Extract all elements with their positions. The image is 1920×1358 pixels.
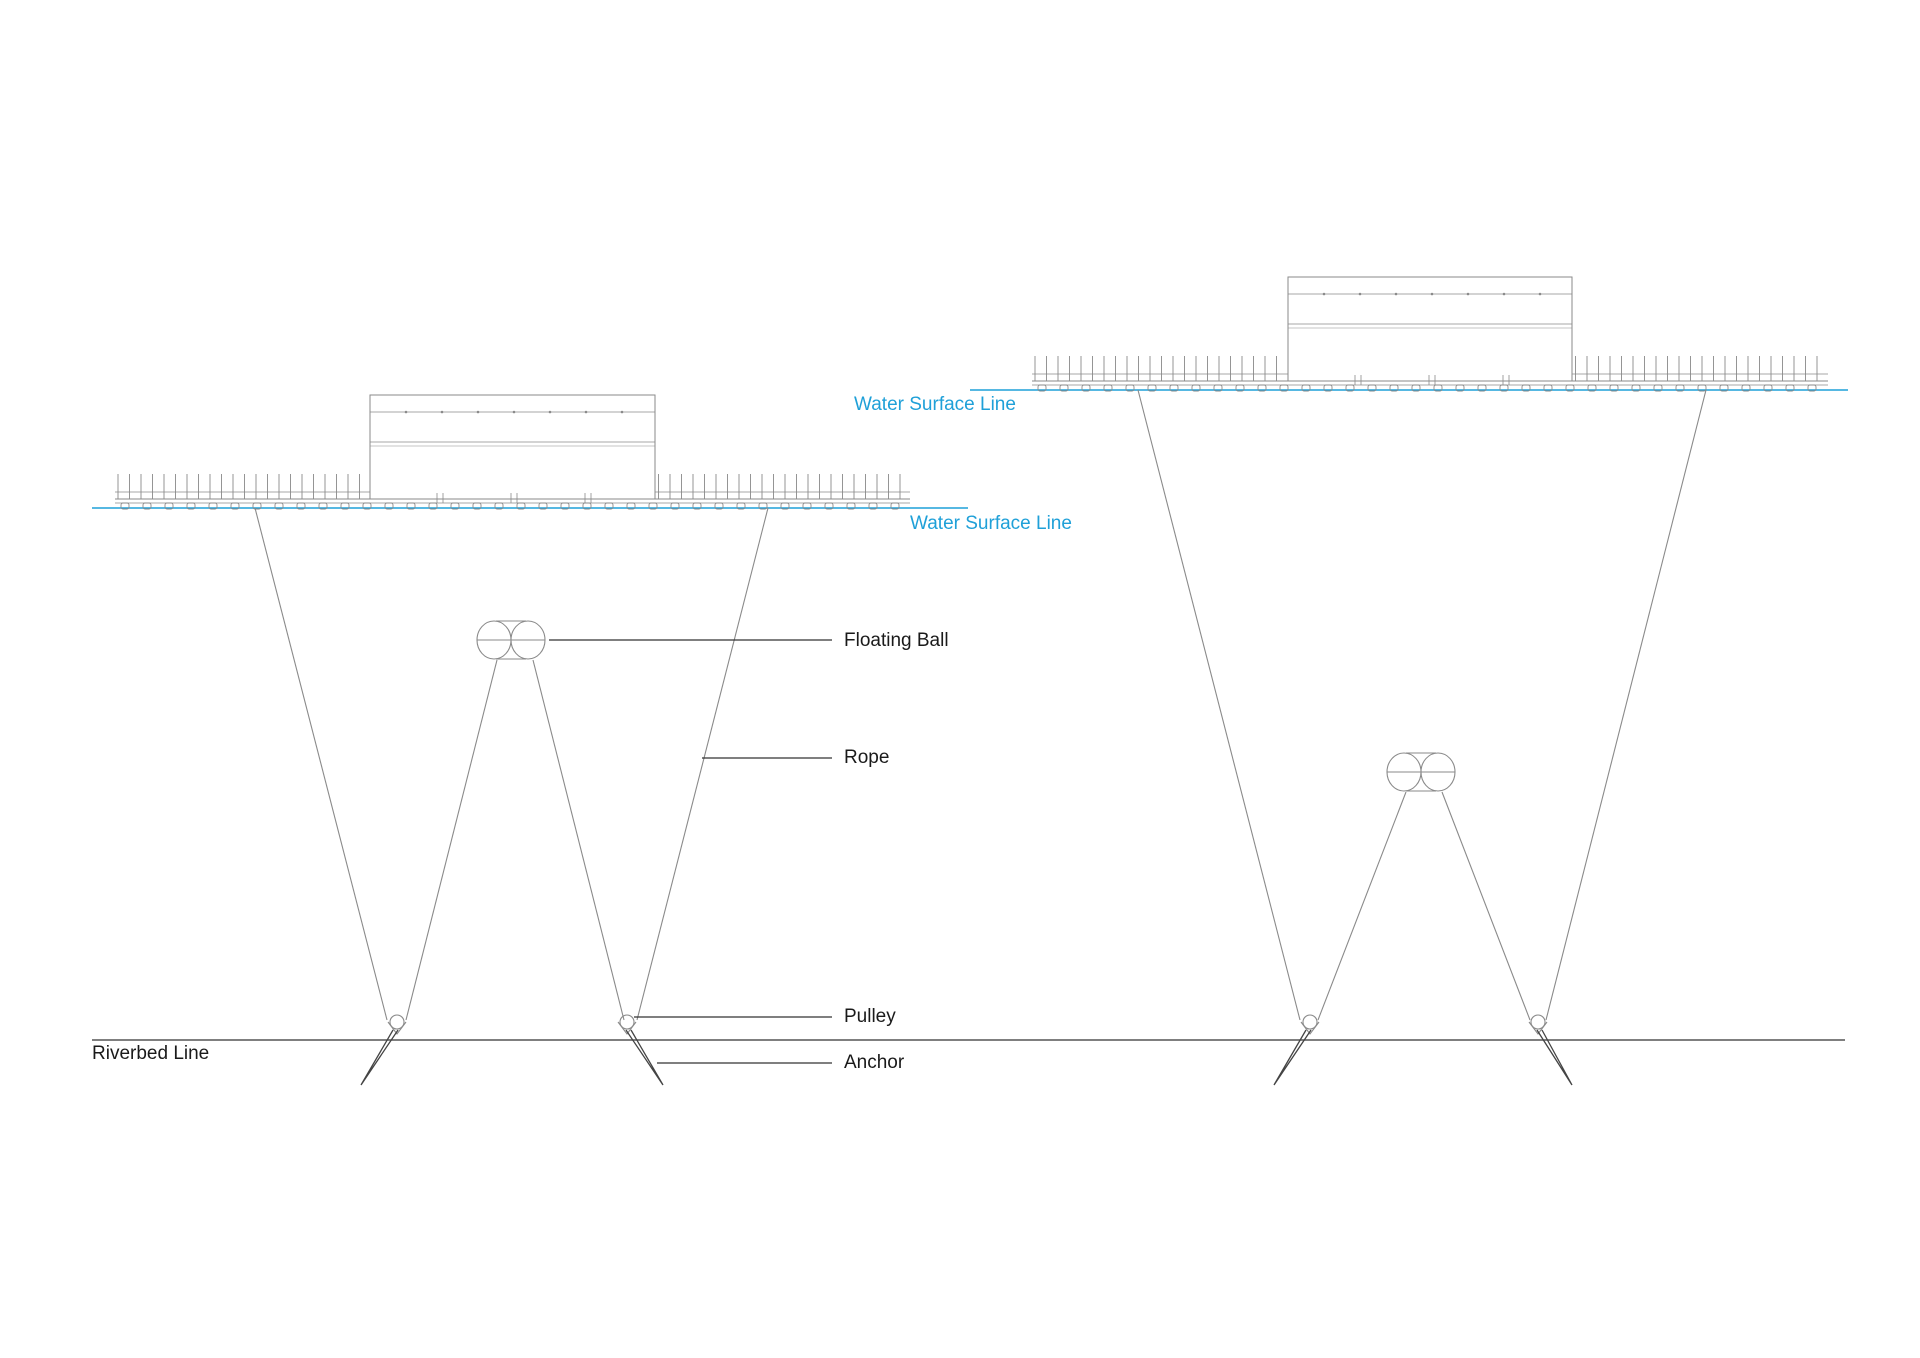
rope-outer-right: [636, 507, 769, 1021]
mooring-system-right: [1137, 389, 1707, 1086]
floating-ball-label: Floating Ball: [844, 630, 949, 651]
floating-platform-left: [115, 394, 910, 510]
pulley-right-b: [1528, 1014, 1548, 1035]
water-surface-label-left: Water Surface Line: [910, 513, 1072, 534]
rope-outer-left: [1137, 389, 1301, 1021]
pulley-left-a: [387, 1014, 407, 1035]
pulley-left-b: [617, 1014, 637, 1035]
rope-inner-right: [532, 659, 625, 1021]
floating-ball-right: [1386, 752, 1456, 792]
rope-inner-left: [405, 659, 498, 1021]
rope-outer-left: [254, 507, 388, 1021]
floating-ball-left: [476, 620, 546, 660]
pulley-right-a: [1300, 1014, 1320, 1035]
anchor-right-b: [1536, 1029, 1573, 1086]
rope-label: Rope: [844, 747, 890, 768]
anchor-left-b: [625, 1029, 664, 1086]
pulley-label: Pulley: [844, 1006, 896, 1027]
rope-outer-right: [1545, 389, 1707, 1021]
anchor-left-a: [360, 1029, 399, 1086]
anchor-label: Anchor: [844, 1052, 905, 1073]
mooring-system-left: [254, 507, 769, 1086]
water-surface-label-right: Water Surface Line: [854, 394, 1016, 415]
floating-platform-right: [1032, 276, 1828, 392]
rope-inner-left: [1317, 791, 1407, 1021]
rope-inner-right: [1441, 791, 1531, 1021]
riverbed-label: Riverbed Line: [92, 1043, 210, 1064]
anchor-right-a: [1273, 1029, 1312, 1086]
leader-lines: [549, 639, 832, 1064]
